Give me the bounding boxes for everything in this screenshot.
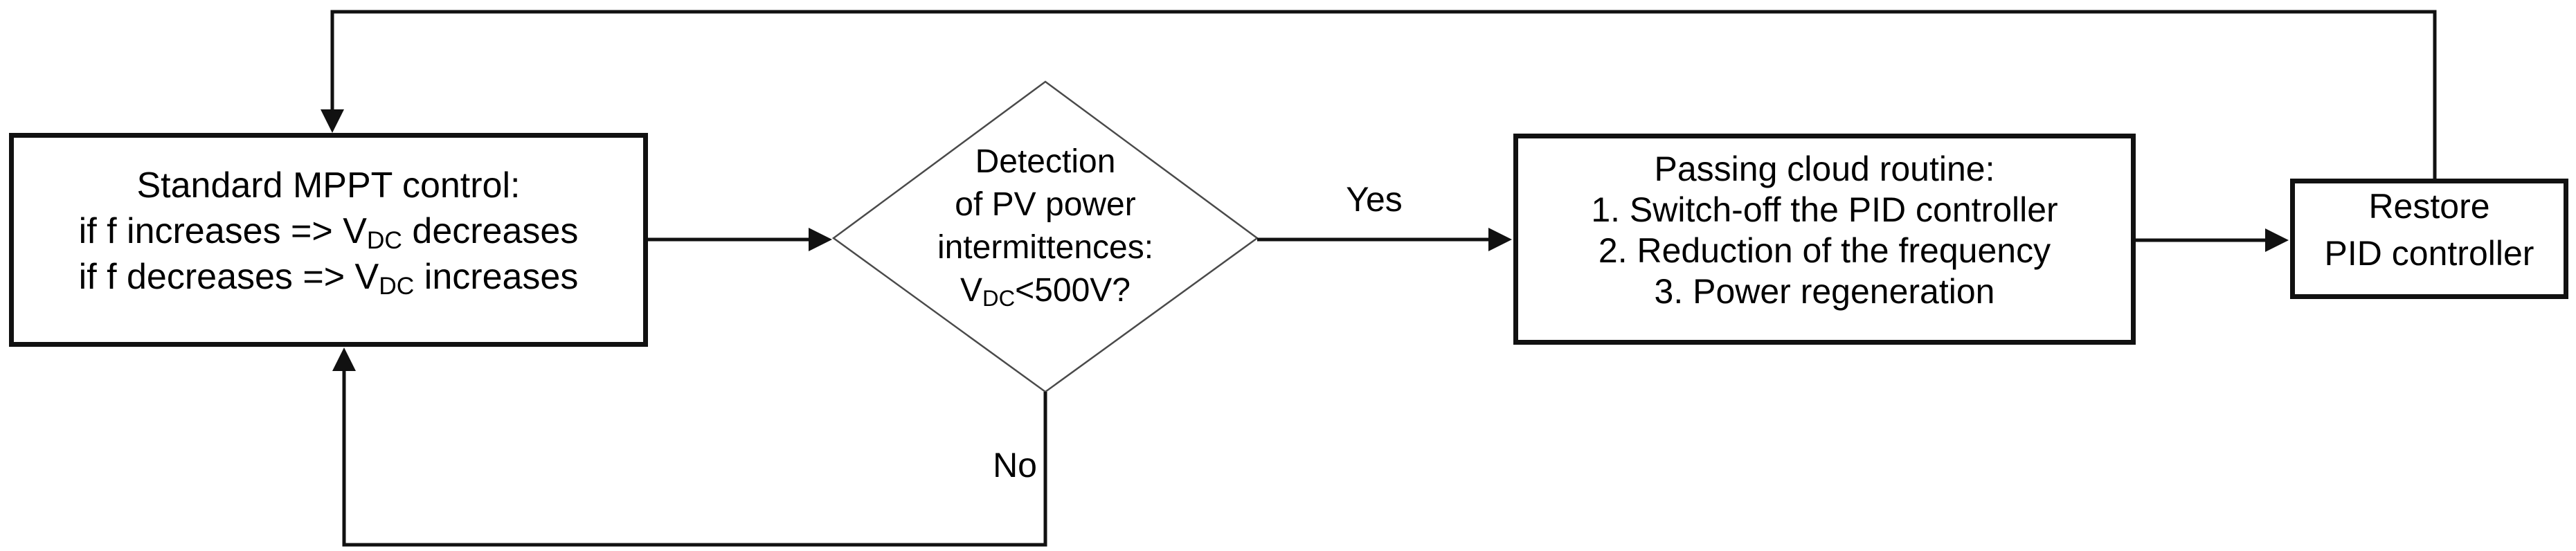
mppt-node-text: Standard MPPT control: if f increases =>… [79,163,579,300]
detection-line-2: of PV power [955,186,1136,223]
mppt-line-2: if f increases => VDC decreases [78,210,579,254]
detection-line-1: Detection [975,143,1116,180]
vdc-subscript: DC [366,226,402,254]
connector-restore-loop-top [330,10,2437,179]
arrowhead-into-detection-icon [809,228,832,251]
arrowhead-into-mppt-top-icon [321,109,344,133]
connector-no-loop-bottom [342,370,1047,547]
restore-line-1: Restore [2368,187,2490,226]
cloud-line-3: 2. Reduction of the frequency [1598,231,2051,270]
node-standard-mppt-control: Standard MPPT control: if f increases =>… [9,133,648,347]
edge-label-yes: Yes [1346,180,1403,219]
cloud-line-4: 3. Power regeneration [1654,271,1995,311]
detection-line-4: VDC<500V? [960,272,1131,311]
arrowhead-into-cloud-icon [1488,228,1512,251]
edge-label-no: No [993,446,1037,485]
cloud-line-1: Passing cloud routine: [1654,149,1995,188]
cloud-node-text: Passing cloud routine: 1. Switch-off the… [1591,149,2057,312]
mppt-line-3: if f decreases => VDC increases [78,256,579,300]
vdc-subscript: DC [982,285,1016,311]
arrowhead-into-restore-icon [2265,228,2289,252]
mppt-line-1: Standard MPPT control: [136,165,521,206]
vdc-subscript: DC [379,272,415,300]
restore-line-2: PID controller [2324,234,2534,273]
arrowhead-into-mppt-bottom-icon [332,347,356,371]
restore-node-text: Restore PID controller [2325,183,2534,277]
cloud-line-2: 1. Switch-off the PID controller [1591,190,2058,229]
detection-line-3: intermittences: [937,229,1154,266]
node-restore-pid-controller: Restore PID controller [2290,179,2568,299]
node-detection-decision: Detection of PV power intermittences: VD… [907,141,1184,312]
node-passing-cloud-routine: Passing cloud routine: 1. Switch-off the… [1513,134,2136,345]
